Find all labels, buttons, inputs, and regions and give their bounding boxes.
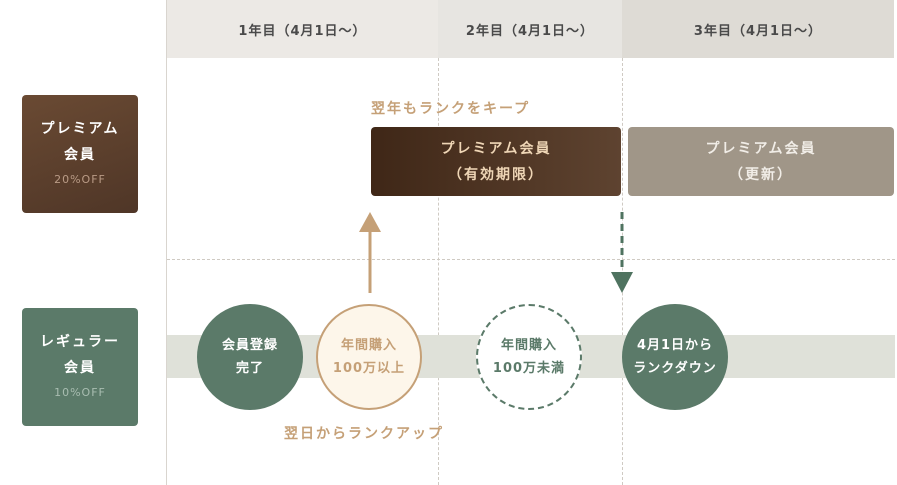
column-header-year-3-label: 3年目（4月1日〜） (693, 23, 823, 39)
column-header-year-1-label: 1年目（4月1日〜） (238, 23, 367, 39)
premium-active-line1: プレミアム会員 (440, 140, 552, 157)
tier-premium-name-line1: プレミアム (40, 121, 120, 137)
premium-active-bar: プレミアム会員 （有効期限） (371, 127, 621, 196)
year-divider-2 (438, 58, 439, 485)
column-header-year-1: 1年目（4月1日〜） (167, 0, 438, 58)
tier-regular-card: レギュラー 会員 10%OFF (22, 308, 138, 426)
step-purchase-over-threshold: 年間購入 100万以上 (316, 304, 422, 410)
premium-renewal-line1: プレミアム会員 (705, 140, 817, 157)
column-header-year-3: 3年目（4月1日〜） (622, 0, 894, 58)
rank-up-arrow-icon (359, 212, 381, 293)
step-purchase-under-threshold: 年間購入 100万未満 (476, 304, 582, 410)
step-register-line1: 会員登録 (221, 338, 278, 353)
premium-renewal-line2: （更新） (729, 166, 793, 183)
step-purchase-over-line2: 100万以上 (332, 361, 406, 376)
tier-divider (167, 259, 895, 260)
year-divider-3 (622, 58, 623, 485)
column-header-year-2: 2年目（4月1日〜） (438, 0, 622, 58)
step-register-line2: 完了 (235, 361, 264, 376)
step-rank-down-line2: ランクダウン (633, 361, 717, 376)
keep-rank-label: 翌年もランクをキープ (371, 101, 531, 117)
premium-renewal-bar: プレミアム会員 （更新） (628, 127, 894, 196)
step-purchase-under-line1: 年間購入 (500, 338, 557, 353)
step-rank-down-line1: 4月1日から (636, 338, 714, 353)
step-purchase-over-line1: 年間購入 (340, 338, 397, 353)
step-rank-down: 4月1日から ランクダウン (622, 304, 728, 410)
rank-down-arrow-icon (611, 212, 633, 293)
tier-regular-discount: 10%OFF (54, 386, 106, 399)
premium-active-line2: （有効期限） (448, 166, 544, 183)
tier-premium-card: プレミアム 会員 20%OFF (22, 95, 138, 213)
rank-up-label: 翌日からランクアップ (284, 426, 444, 442)
step-register-complete: 会員登録 完了 (197, 304, 303, 410)
tier-regular-name-line1: レギュラー (40, 334, 120, 350)
tier-premium-name-line2: 会員 (64, 147, 96, 163)
tier-regular-name-line2: 会員 (64, 360, 96, 376)
tier-premium-discount: 20%OFF (54, 173, 106, 186)
left-divider (166, 0, 167, 485)
step-purchase-under-line2: 100万未満 (492, 361, 566, 376)
column-header-year-2-label: 2年目（4月1日〜） (465, 23, 595, 39)
